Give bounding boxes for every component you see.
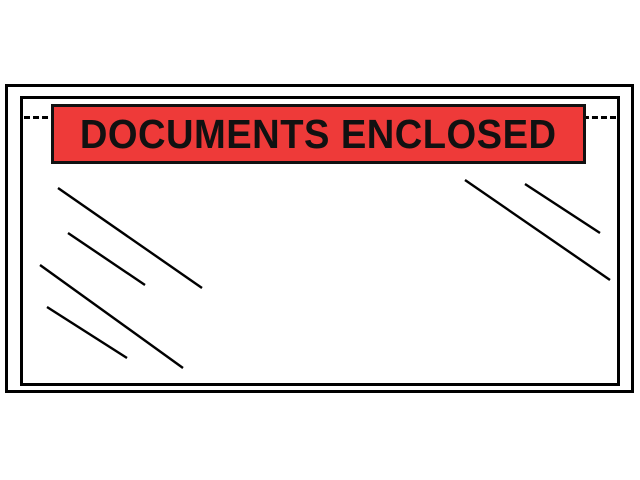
documents-enclosed-banner: DOCUMENTS ENCLOSED xyxy=(51,104,586,164)
banner-label: DOCUMENTS ENCLOSED xyxy=(80,110,557,157)
